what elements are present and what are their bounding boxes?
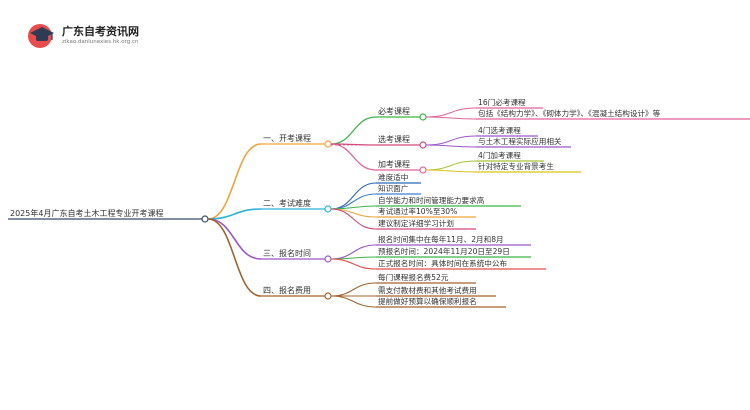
- leaf-connector: [425, 169, 477, 173]
- branch-connector-courses: [207, 143, 262, 220]
- leaf-label: 与土木工程实际应用相关: [478, 136, 562, 146]
- branch-connector-difficulty: [207, 208, 262, 220]
- subbranch-connector: [330, 116, 377, 145]
- leaf-label: 16门必考课程: [478, 97, 526, 107]
- leaf-connector: [330, 208, 377, 230]
- leaf-label: 考试通过率10%至30%: [378, 206, 457, 216]
- branch-label-fees: 四、报名费用: [263, 285, 311, 295]
- leaf-connector: [330, 295, 377, 308]
- branch-node-courses: [324, 140, 332, 148]
- leaf-connector: [425, 116, 477, 120]
- branch-node-timing: [324, 255, 332, 263]
- leaf-label: 自学能力和时间管理能力要求高: [378, 195, 485, 205]
- subbranch-node: [419, 166, 427, 174]
- leaf-connector: [330, 258, 377, 270]
- subbranch-label: 必考课程: [378, 106, 410, 116]
- branch-node-difficulty: [324, 205, 332, 213]
- subbranch-node: [419, 113, 427, 121]
- leaf-label: 知识面广: [378, 183, 409, 193]
- subbranch-connector: [330, 143, 377, 171]
- logo-subtitle: zikao.danlunexies.hk.org.cn: [62, 39, 139, 45]
- leaf-connector: [330, 205, 377, 210]
- leaf-label: 正式报名时间：具体时间在系统中公布: [378, 258, 507, 268]
- leaf-label: 每门课程报名费52元: [378, 272, 449, 282]
- subbranch-label: 选考课程: [378, 134, 410, 144]
- site-logo[interactable]: 广东自考资讯网 zikao.danlunexies.hk.org.cn: [26, 20, 156, 50]
- leaf-label: 4门加考课程: [478, 150, 521, 160]
- subbranch-label: 加考课程: [378, 159, 410, 169]
- branch-label-difficulty: 二、考试难度: [263, 198, 311, 208]
- branch-connector-fees: [207, 218, 262, 297]
- leaf-connector: [425, 135, 477, 146]
- leaf-label: 需支付教材费和其他考试费用: [378, 285, 477, 295]
- leaf-label: 针对特定专业背景考生: [478, 161, 554, 171]
- leaf-connector: [330, 182, 377, 210]
- root-label: 2025年4月广东自考土木工程专业开考课程: [10, 208, 163, 218]
- logo-title: 广东自考资讯网: [62, 25, 139, 38]
- subbranch-node: [419, 141, 427, 149]
- leaf-label: 包括《结构力学》、《砌体力学》、《混凝土结构设计》等: [478, 108, 661, 118]
- branch-connector-timing: [207, 218, 262, 260]
- leaf-label: 提前做好预算以确保顺利报名: [378, 296, 477, 306]
- leaf-connector: [425, 107, 477, 118]
- branch-label-timing: 三、报名时间: [263, 248, 311, 258]
- leaf-connector: [425, 144, 477, 148]
- branch-label-courses: 一、开考课程: [263, 134, 311, 143]
- graduation-cap-icon: [28, 24, 54, 48]
- branch-node-fees: [324, 292, 332, 300]
- leaf-label: 建议制定详细学习计划: [378, 218, 454, 228]
- root-node: [201, 215, 209, 223]
- leaf-label: 报名时间集中在每年11月、2月和8月: [378, 234, 504, 244]
- leaf-label: 4门选考课程: [478, 125, 521, 135]
- leaf-label: 难度适中: [378, 172, 408, 182]
- leaf-connector: [425, 160, 477, 171]
- leaf-connector: [330, 282, 377, 297]
- leaf-label: 预报名时间：2024年11月20日至29日: [378, 246, 510, 256]
